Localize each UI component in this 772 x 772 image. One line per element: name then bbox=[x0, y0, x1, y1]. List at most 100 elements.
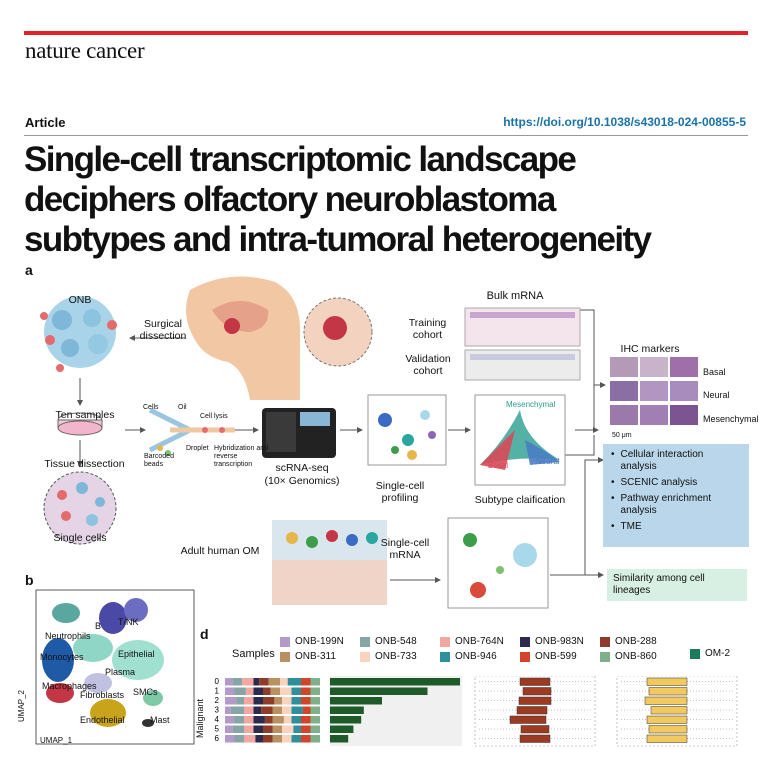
composition-segment bbox=[293, 725, 301, 733]
composition-segment bbox=[225, 687, 235, 695]
malignant-row-label: 0 bbox=[215, 677, 220, 686]
composition-segment bbox=[282, 697, 292, 705]
boxplot-box bbox=[519, 734, 551, 743]
sample-legend-item: ONB-860 bbox=[600, 651, 680, 662]
composition-segment bbox=[232, 725, 244, 733]
journal-color-bar bbox=[24, 31, 748, 35]
composition-segment bbox=[310, 716, 320, 724]
cluster-label-epithelial: Epithelial bbox=[118, 649, 155, 659]
cluster-bar bbox=[330, 706, 364, 714]
composition-segment bbox=[268, 678, 281, 686]
sample-legend-label: ONB-983N bbox=[535, 636, 584, 647]
subtype-scatter bbox=[474, 394, 566, 486]
composition-segment bbox=[291, 716, 301, 724]
neural-scatter-label: Neural bbox=[536, 457, 560, 466]
composition-segment bbox=[301, 735, 311, 743]
boxplot-box bbox=[646, 715, 688, 724]
composition-segment bbox=[234, 716, 244, 724]
composition-segment bbox=[287, 678, 301, 686]
microfluidics-illustration bbox=[148, 407, 235, 456]
sample-legend-label: ONB-599 bbox=[535, 651, 577, 662]
malignant-row-label: 3 bbox=[215, 706, 220, 715]
sample-legend-label: ONB-288 bbox=[615, 636, 657, 647]
composition-segment bbox=[234, 735, 244, 743]
tissue-dissection-label: Tissue dissection bbox=[44, 458, 125, 470]
composition-segment bbox=[225, 716, 235, 724]
composition-segment bbox=[263, 735, 273, 743]
composition-segment bbox=[232, 678, 243, 686]
composition-segment bbox=[244, 735, 256, 743]
composition-segment bbox=[244, 697, 254, 705]
cluster-label-tnk: T/NK bbox=[118, 617, 139, 627]
ihc-row-neural: Neural bbox=[703, 390, 730, 400]
tumor-cluster-illustration bbox=[40, 296, 117, 372]
cells-label: Cells bbox=[143, 404, 159, 411]
basal-scatter-label: Basal bbox=[488, 461, 509, 470]
composition-segment bbox=[310, 678, 320, 686]
samples-label: Samples bbox=[232, 648, 275, 660]
boxplot-box bbox=[646, 677, 688, 686]
sample-legend-label: ONB-860 bbox=[615, 651, 657, 662]
composition-segment bbox=[225, 678, 233, 686]
composition-segment bbox=[301, 725, 311, 733]
composition-segment bbox=[272, 716, 284, 724]
sample-legend-label: ONB-311 bbox=[295, 651, 336, 662]
cluster-bar bbox=[330, 725, 354, 733]
composition-segment bbox=[255, 735, 263, 743]
boxplot-box bbox=[648, 725, 688, 734]
cluster-bar bbox=[330, 697, 382, 705]
cluster-label-smcs: SMCs bbox=[133, 687, 158, 697]
malignant-row-label: 1 bbox=[215, 687, 220, 696]
boxplot-box bbox=[520, 725, 550, 734]
composition-segment bbox=[301, 716, 311, 724]
malignant-row-label: 6 bbox=[215, 734, 220, 743]
cluster-label-fibroblasts: Fibroblasts bbox=[80, 690, 125, 700]
composition-segment bbox=[244, 725, 254, 733]
panel-d-label: d bbox=[200, 626, 209, 642]
cluster-label-mast: Mast bbox=[150, 715, 170, 725]
sample-legend-item: ONB-764N bbox=[440, 636, 520, 647]
ihc-row-mesenchymal: Mesenchymal bbox=[703, 414, 759, 424]
composition-segment bbox=[282, 725, 294, 733]
boxplot-box bbox=[519, 677, 551, 686]
composition-segment bbox=[225, 697, 237, 705]
droplet-label: Droplet bbox=[186, 445, 209, 452]
boxplot-box bbox=[516, 706, 548, 715]
composition-segment bbox=[245, 687, 254, 695]
boxplot-box bbox=[509, 715, 547, 724]
cluster-label-macrophages: Macrophages bbox=[42, 681, 97, 691]
composition-segment bbox=[236, 697, 244, 705]
composition-segment bbox=[291, 687, 301, 695]
composition-segment bbox=[264, 716, 273, 724]
journal-name: nature cancer bbox=[25, 38, 145, 63]
composition-segment bbox=[302, 706, 311, 714]
malignant-row-label: 4 bbox=[215, 715, 220, 724]
ten-samples-label: Ten samples bbox=[55, 409, 115, 421]
composition-segment bbox=[282, 735, 292, 743]
om-legend-swatch bbox=[690, 648, 700, 659]
boxplot-box bbox=[644, 696, 688, 705]
doi-link[interactable]: https://doi.org/10.1038/s43018-024-00855… bbox=[503, 115, 746, 129]
composition-segment bbox=[244, 706, 254, 714]
om-legend-label: OM-2 bbox=[705, 648, 730, 659]
cluster-bar bbox=[330, 687, 428, 695]
composition-segment bbox=[282, 706, 292, 714]
single-cell-mrna-label: Single-cell mRNA bbox=[380, 537, 430, 561]
cluster-bar bbox=[330, 716, 362, 724]
sequencer-illustration bbox=[262, 408, 336, 458]
composition-segment bbox=[244, 716, 254, 724]
composition-segment bbox=[263, 725, 273, 733]
composition-segment bbox=[230, 706, 244, 714]
composition-segment bbox=[259, 678, 269, 686]
ihc-markers-label: IHC markers bbox=[620, 343, 680, 355]
sample-legend-swatch bbox=[440, 636, 450, 647]
composition-segment bbox=[225, 735, 235, 743]
figure-a-graphics bbox=[40, 276, 698, 609]
composition-segment bbox=[280, 678, 288, 686]
subtype-classification-label: Subtype claification bbox=[474, 494, 566, 506]
composition-segment bbox=[225, 706, 231, 714]
composition-segment bbox=[301, 697, 311, 705]
single-cell-mrna-umap bbox=[447, 517, 549, 609]
title-line: deciphers olfactory neuroblastoma bbox=[24, 180, 556, 219]
cell-lysis-label: Cell lysis bbox=[200, 413, 228, 420]
